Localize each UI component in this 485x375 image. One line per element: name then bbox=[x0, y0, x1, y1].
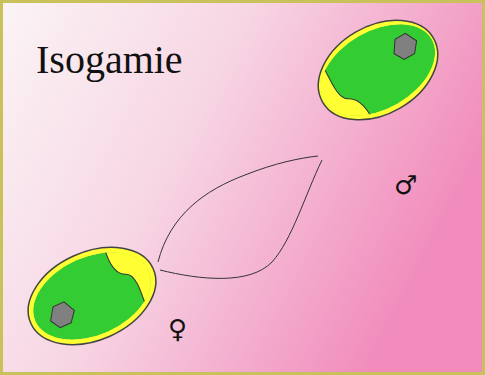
male-gamete bbox=[286, 0, 456, 149]
sex-symbol: ♀ bbox=[168, 316, 187, 342]
flagella bbox=[158, 156, 322, 278]
diagram-title: Isogamie bbox=[36, 40, 183, 80]
sex-symbol: ♂ bbox=[394, 172, 417, 198]
female-gamete bbox=[12, 222, 183, 364]
